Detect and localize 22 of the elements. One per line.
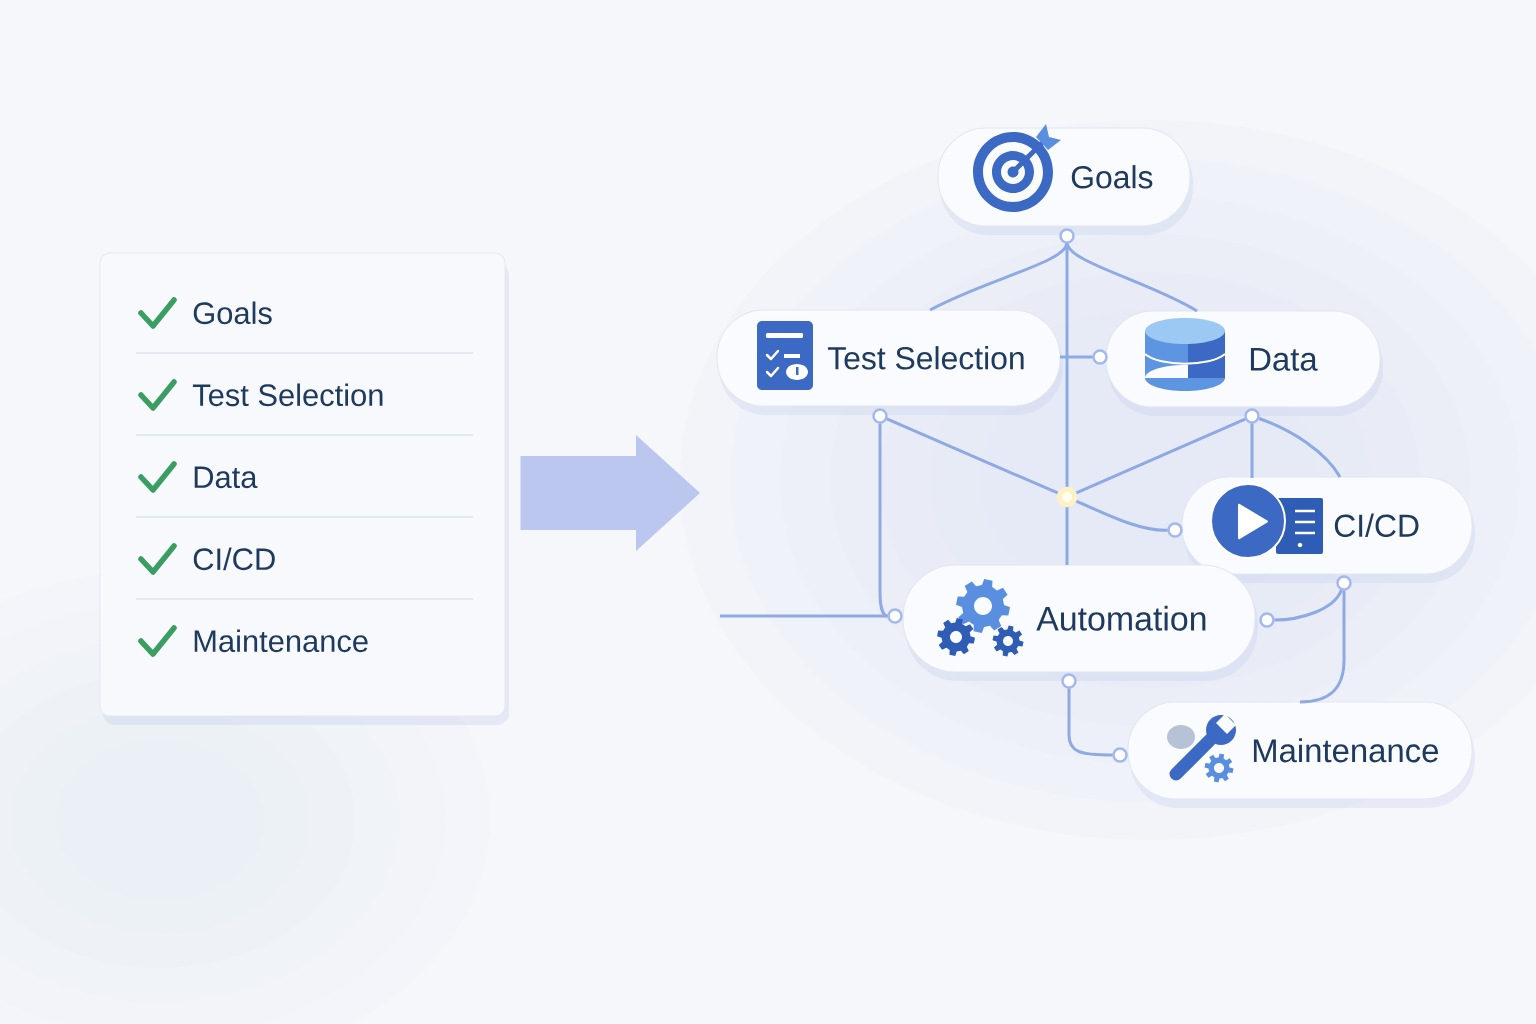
connector-line [1065,507,1069,565]
connector-line [1075,499,1168,532]
block-arrow [520,435,700,551]
connector-line [1274,589,1343,622]
glow-dot [1057,487,1077,507]
list-item: Data [194,466,258,489]
connector-line [1065,242,1198,313]
connector-line [1075,417,1246,495]
connector-line [720,614,888,618]
connector-line [1065,243,1069,487]
connector-line [1258,417,1342,478]
connector-line [1250,423,1254,478]
connector-line [1060,355,1093,359]
connector-line [929,242,1069,312]
list-item: Test Selection [192,383,383,407]
list-item: Goals [193,301,272,325]
list-item: CI/CD [193,547,275,571]
connector-line [886,417,1059,495]
connector-line [1067,688,1113,757]
connector-line [878,423,889,618]
connector-line [1299,590,1346,704]
list-item: Maintenance [194,629,368,653]
